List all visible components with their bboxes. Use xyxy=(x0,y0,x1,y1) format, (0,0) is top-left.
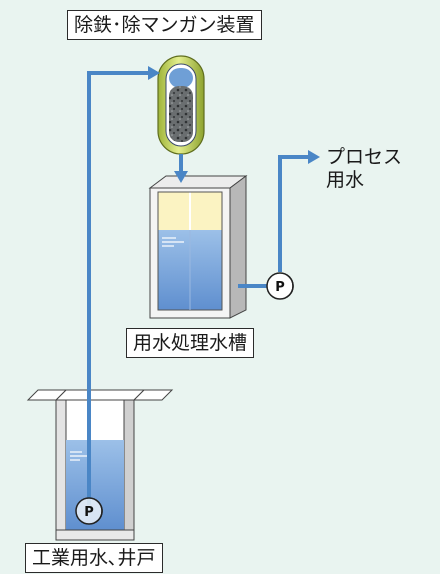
vessel-water xyxy=(169,68,193,88)
process-water-label-line2: 用水 xyxy=(326,169,365,191)
pump-symbol-well: P xyxy=(84,505,94,520)
pipe-pump-to-process xyxy=(278,155,308,272)
filter-media xyxy=(169,86,193,142)
pump-symbol-tank: P xyxy=(275,280,285,295)
process-water-label-line1: プロセス xyxy=(326,146,403,168)
removal-unit-label: 除鉄･除マンガン装置 xyxy=(67,10,262,40)
process-water-label: プロセス 用水 xyxy=(326,146,402,192)
removal-vessel xyxy=(157,55,205,155)
source-label: 工業用水､井戸 xyxy=(25,543,163,573)
treatment-tank xyxy=(148,175,248,319)
pipe-well-to-vessel xyxy=(87,71,148,505)
arrow-icon xyxy=(174,171,188,183)
arrow-icon xyxy=(148,66,160,80)
pump-icon: P xyxy=(266,272,294,300)
piping xyxy=(87,71,308,505)
treatment-tank-label: 用水処理水槽 xyxy=(126,328,255,358)
pump-icon: P xyxy=(75,497,103,525)
arrow-icon xyxy=(308,150,320,164)
